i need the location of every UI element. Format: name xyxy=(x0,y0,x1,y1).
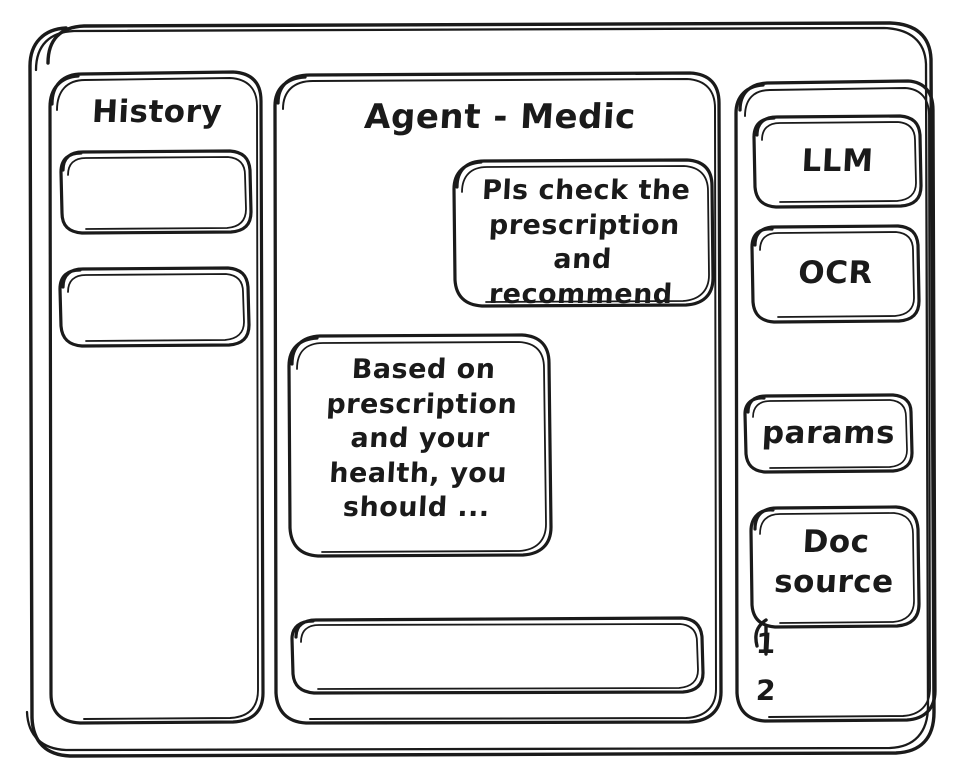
llm-button[interactable]: LLM xyxy=(754,116,921,207)
doc-source-item-2[interactable]: 2 xyxy=(752,665,812,709)
assistant-message-bubble: Based on prescription and your health, y… xyxy=(289,335,551,556)
params-button[interactable]: params xyxy=(745,395,912,472)
ocr-button[interactable]: OCR xyxy=(752,226,919,322)
history-panel-title: History xyxy=(91,94,224,130)
message-composer-input[interactable] xyxy=(292,618,703,693)
doc-source-button[interactable]: Doc source xyxy=(751,507,919,627)
ocr-button-label: OCR xyxy=(797,255,874,291)
params-button-label: params xyxy=(761,415,897,451)
doc-source-button-label: Doc source xyxy=(773,524,895,600)
llm-button-label: LLM xyxy=(800,143,875,179)
history-item[interactable] xyxy=(60,268,249,346)
doc-source-item-1[interactable]: 1 xyxy=(752,618,812,662)
page-title: Agent - Medic xyxy=(363,97,637,137)
history-item[interactable] xyxy=(61,151,251,233)
assistant-message-text: Based on prescription and your health, y… xyxy=(325,354,519,524)
doc-source-item-1-label: 1 xyxy=(755,627,777,660)
user-message-text: Pls check the prescription and recommend xyxy=(481,175,692,310)
user-message-bubble: Pls check the prescription and recommend xyxy=(454,160,713,310)
doc-source-item-2-label: 2 xyxy=(755,674,777,707)
